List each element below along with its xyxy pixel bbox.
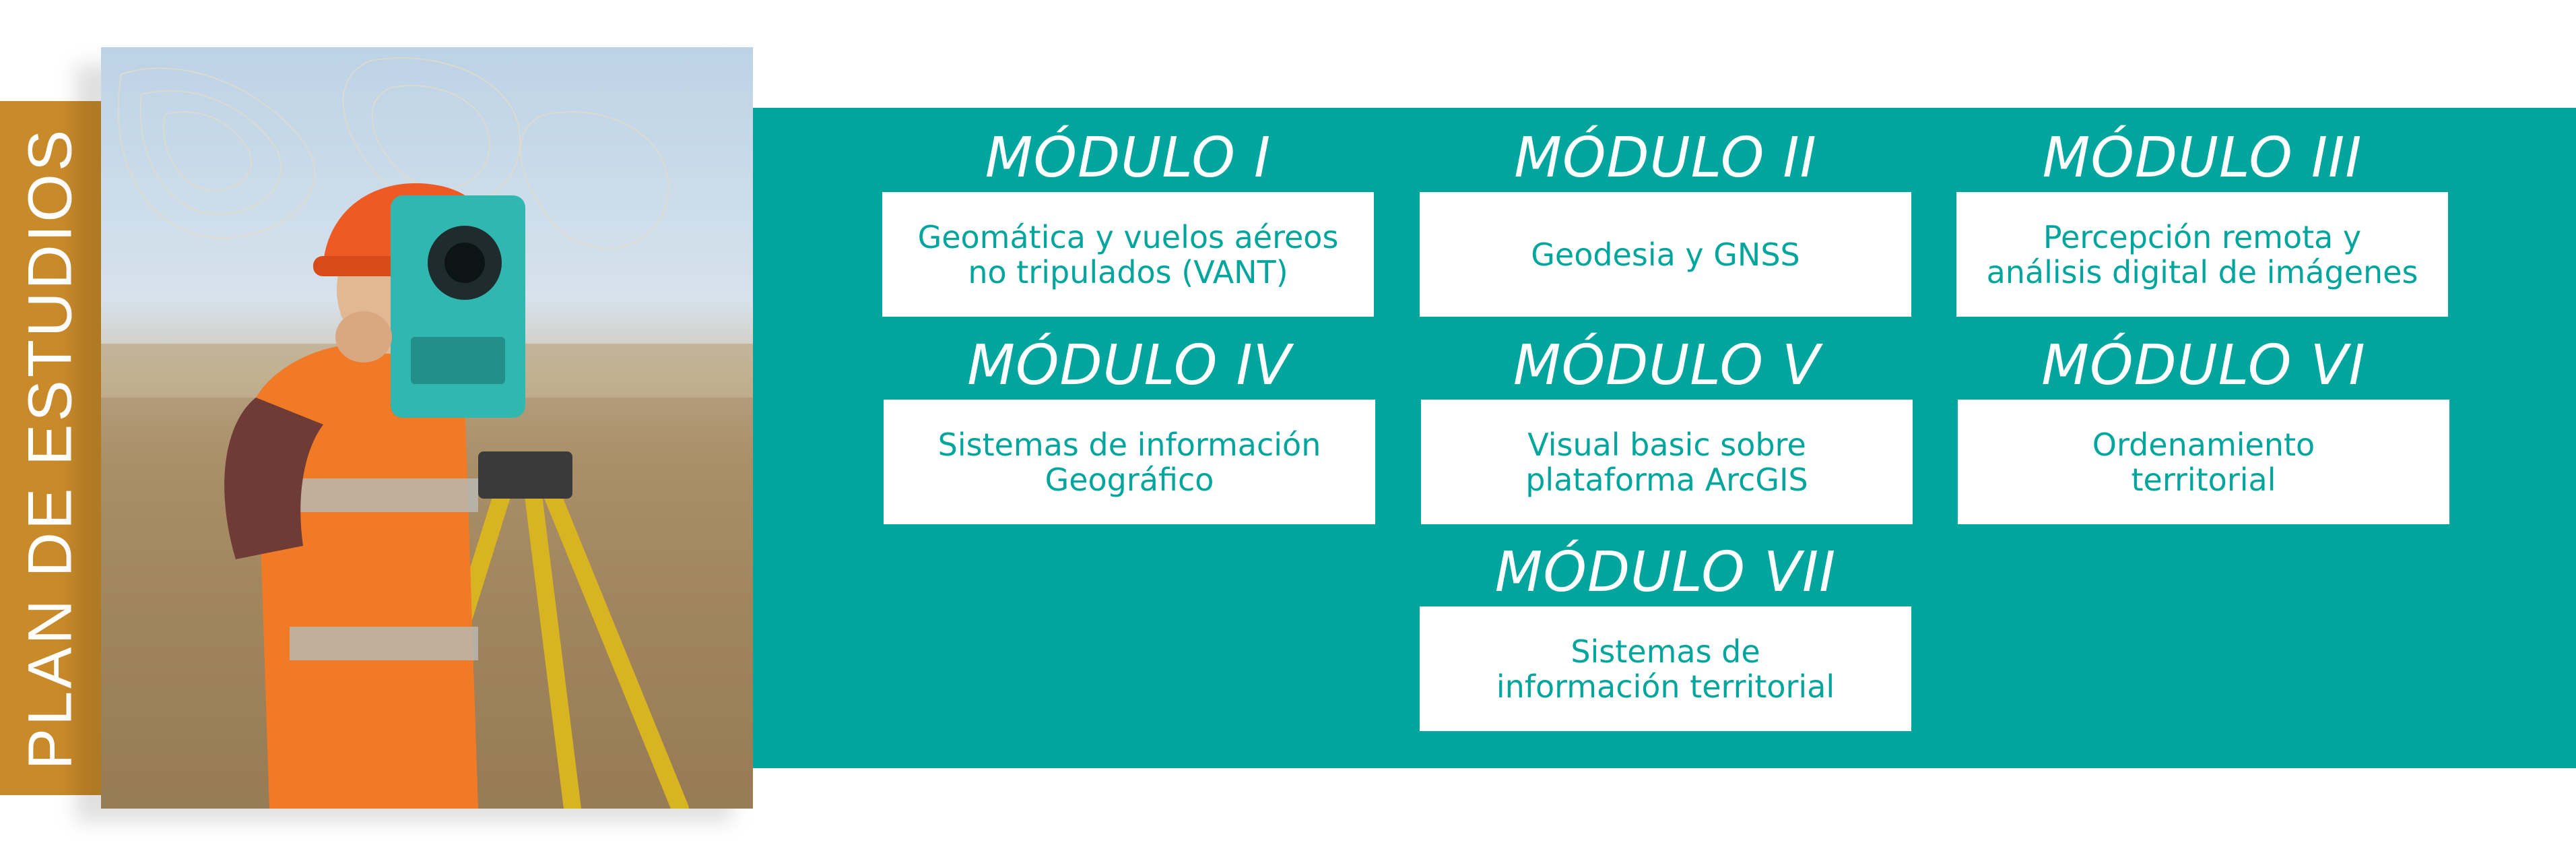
module-subject-box: Sistemas de información Geográfico: [884, 400, 1375, 524]
surveyor-illustration: [101, 57, 753, 809]
module-subject: Sistemas de información Geográfico: [937, 426, 1321, 498]
module-subject: Visual basic sobre plataforma ArcGIS: [1525, 426, 1808, 498]
module-card: MÓDULO VII Sistemas de información terri…: [1420, 539, 1911, 731]
module-title: MÓDULO III: [2042, 126, 2363, 190]
module-subject-box: Geodesia y GNSS: [1420, 192, 1911, 317]
module-title: MÓDULO I: [985, 126, 1272, 190]
module-title: MÓDULO VII: [1494, 540, 1837, 604]
module-subject: Sistemas de información territorial: [1496, 633, 1835, 705]
module-title: MÓDULO VI: [2041, 334, 2366, 398]
module-card: MÓDULO I Geomática y vuelos aéreos no tr…: [882, 125, 1374, 317]
module-subject: Percepción remota y análisis digital de …: [1986, 218, 2418, 290]
module-subject-box: Visual basic sobre plataforma ArcGIS: [1421, 400, 1913, 524]
module-subject: Geodesia y GNSS: [1531, 236, 1800, 273]
module-title: MÓDULO II: [1514, 126, 1817, 190]
module-subject-box: Sistemas de información territorial: [1420, 606, 1911, 731]
module-title: MÓDULO V: [1513, 334, 1821, 398]
side-band: [0, 101, 101, 795]
module-subject: Geomática y vuelos aéreos no tripulados …: [917, 218, 1339, 290]
module-title: MÓDULO IV: [967, 334, 1292, 398]
module-subject-box: Geomática y vuelos aéreos no tripulados …: [882, 192, 1374, 317]
module-subject-box: Ordenamiento territorial: [1958, 400, 2449, 524]
surveyor-photo: [101, 47, 753, 809]
modules-panel: MÓDULO I Geomática y vuelos aéreos no tr…: [753, 108, 2576, 768]
module-card: MÓDULO III Percepción remota y análisis …: [1956, 125, 2448, 317]
module-card: MÓDULO V Visual basic sobre plataforma A…: [1421, 332, 1913, 524]
module-card: MÓDULO II Geodesia y GNSS: [1420, 125, 1911, 317]
module-subject: Ordenamiento territorial: [2092, 426, 2315, 498]
module-subject-box: Percepción remota y análisis digital de …: [1956, 192, 2448, 317]
module-card: MÓDULO IV Sistemas de información Geográ…: [884, 332, 1375, 524]
module-card: MÓDULO VI Ordenamiento territorial: [1958, 332, 2449, 524]
